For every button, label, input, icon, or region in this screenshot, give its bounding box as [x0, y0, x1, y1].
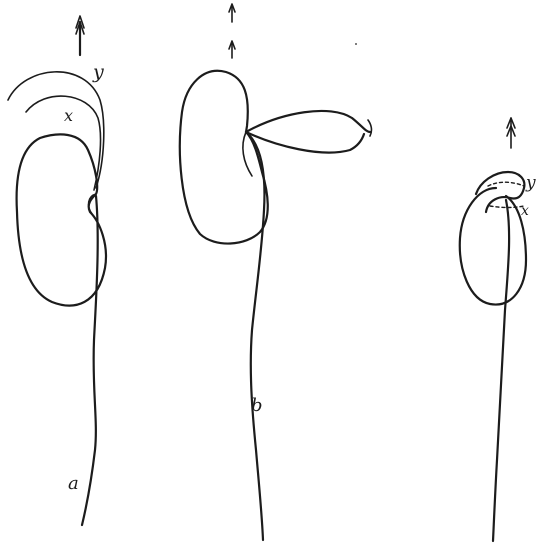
arc-y: [8, 72, 104, 188]
seedling-b: b: [180, 4, 372, 540]
arrow-up-icon: [229, 4, 235, 58]
cotyledon-b: [180, 71, 268, 244]
label-x-c: x: [521, 203, 529, 219]
arrow-up-icon: [507, 118, 515, 148]
arrow-up-icon: [76, 16, 84, 55]
label-y-c: y: [525, 173, 536, 193]
label-a: a: [68, 473, 79, 494]
stem-b: [250, 136, 264, 540]
stem-c: [493, 200, 509, 541]
label-y-a: y: [92, 61, 104, 83]
seedling-c: y x: [460, 118, 536, 541]
leaf-b: [246, 111, 370, 153]
cotyledon-a: [17, 134, 106, 305]
label-b: b: [251, 395, 263, 416]
label-x-a: x: [64, 106, 73, 125]
cotyledon-c: [460, 188, 526, 305]
stem-a: [82, 196, 98, 525]
seedling-a: y x a: [8, 16, 106, 525]
speck: [355, 43, 357, 45]
